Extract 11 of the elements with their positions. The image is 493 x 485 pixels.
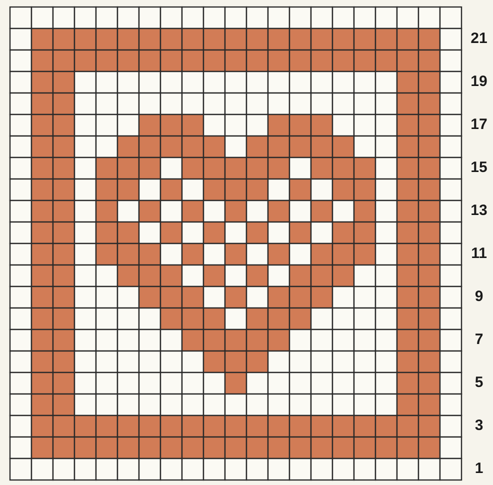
row-number: 19 (470, 73, 488, 92)
row-number: 15 (470, 159, 488, 178)
row-number: 13 (470, 202, 488, 220)
row-number: 17 (470, 116, 488, 134)
row-number: 1 (474, 460, 484, 478)
row-number: 11 (470, 245, 488, 264)
row-number: 21 (470, 30, 488, 48)
row-number: 7 (474, 331, 484, 350)
row-number: 3 (474, 417, 484, 436)
row-number: 5 (474, 374, 484, 392)
row-number: 9 (474, 288, 484, 306)
